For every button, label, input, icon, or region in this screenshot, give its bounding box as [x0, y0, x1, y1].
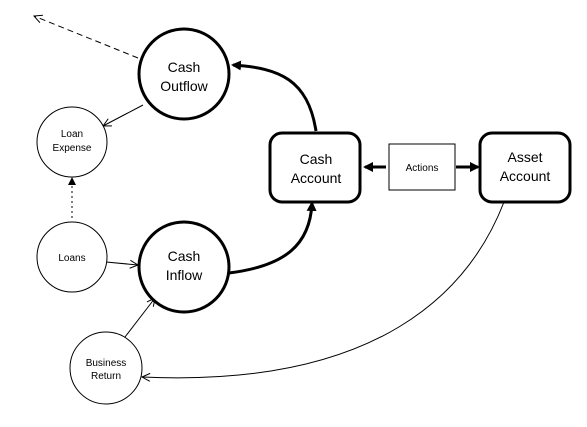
cash-outflow-label-2: Outflow	[160, 78, 208, 94]
node-loan-expense[interactable]: Loan Expense	[36, 106, 108, 178]
cash-inflow-label: Cash	[168, 248, 201, 264]
loan-expense-label-2: Expense	[53, 143, 92, 154]
actions-label: Actions	[406, 163, 439, 174]
loans-label: Loans	[58, 253, 85, 264]
business-return-label-2: Return	[91, 371, 121, 382]
node-business-return[interactable]: Business Return	[69, 331, 143, 405]
inflow-to-account-arrow	[228, 201, 317, 275]
asset-account-label-2: Account	[500, 168, 551, 184]
return-to-inflow-arrow	[124, 298, 155, 338]
node-asset-account[interactable]: Asset Account	[478, 131, 572, 204]
cash-inflow-label-2: Inflow	[166, 267, 203, 283]
node-cash-account[interactable]: Cash Account	[268, 131, 362, 204]
asset-account-label: Asset	[507, 149, 542, 165]
loans-to-inflow-arrow	[105, 262, 138, 265]
cash-account-label: Cash	[300, 151, 333, 167]
node-loans[interactable]: Loans	[36, 221, 108, 293]
node-actions[interactable]: Actions	[388, 143, 456, 191]
outflow-to-loan-expense-arrow	[103, 104, 144, 126]
account-to-outflow-arrow	[231, 60, 318, 132]
node-cash-inflow[interactable]: Cash Inflow	[137, 220, 231, 314]
cash-outflow-label: Cash	[168, 59, 201, 75]
asset-to-return-arrow	[142, 201, 505, 378]
cash-account-label-2: Account	[291, 170, 342, 186]
dashed-outflow-arrow	[34, 16, 139, 59]
node-cash-outflow[interactable]: Cash Outflow	[137, 27, 231, 121]
loan-expense-label: Loan	[61, 129, 83, 140]
business-return-label: Business	[86, 358, 127, 369]
